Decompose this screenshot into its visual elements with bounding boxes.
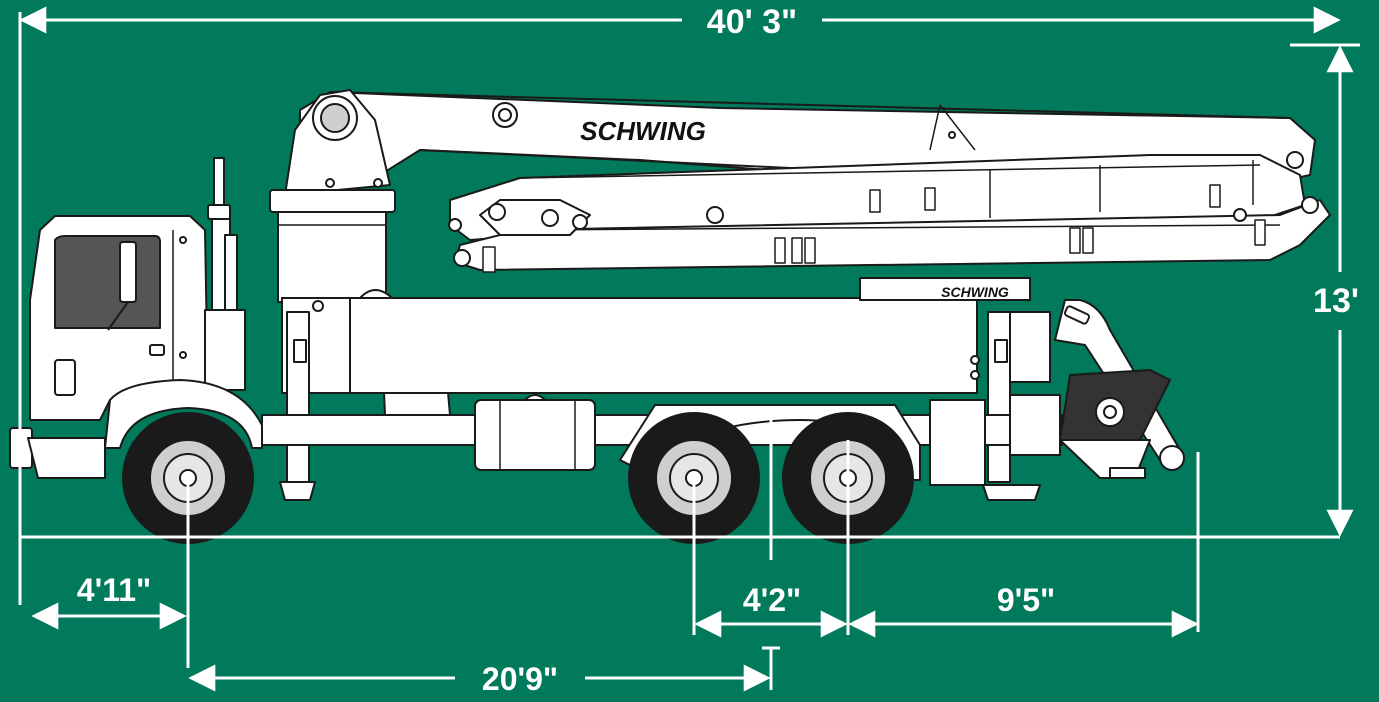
front-overhang-label: 4'11" [77,572,151,608]
concrete-pump-truck: SCHWING [9,89,1331,544]
truck-cab [9,157,246,479]
front-fender [104,379,263,449]
dimension-labels: 40' 3" 13' 4'11" 4'2" 9'5" 20'9" [77,3,1359,697]
hopper [1054,299,1185,479]
boom-logo: SCHWING [580,116,706,146]
side-mirror [119,241,137,303]
dimension-lines [18,6,1360,692]
cab-window [54,235,161,329]
body-logo: SCHWING [941,284,1009,300]
overall-length-label: 40' 3" [707,3,797,41]
fuel-tank [474,399,596,471]
tandem-spacing-label: 4'2" [743,582,801,618]
overall-height-label: 13' [1313,282,1359,320]
boom-assembly: SCHWING [284,89,1331,273]
rear-dimension-label: 9'5" [997,582,1055,618]
wheelbase-label: 20'9" [482,661,558,697]
